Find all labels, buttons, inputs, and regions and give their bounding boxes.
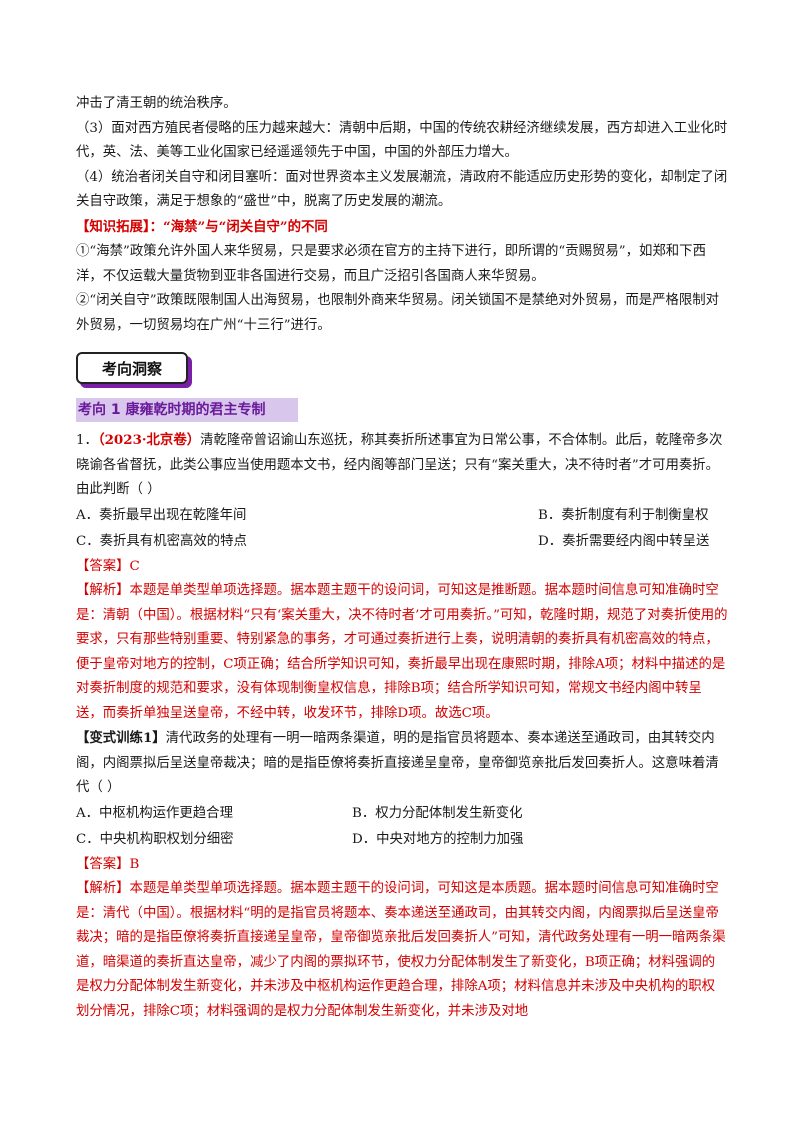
knowledge-item-1: ①“海禁”政策允许外国人来华贸易，只是要求必须在官方的主持下进行，即所谓的“贡赐…	[76, 244, 706, 284]
kaoxiang-heading: 考向 1 康雍乾时期的君主专制	[76, 398, 298, 422]
section-tag: 考向洞察	[76, 352, 192, 386]
question-2-option-a: A．中枢机构运作更趋合理	[76, 805, 233, 821]
knowledge-heading: 【知识拓展】：“海禁”与“闭关自守”的不同	[76, 215, 728, 241]
knowledge-label: 【知识拓展】：	[76, 218, 164, 235]
question-1-answer: 【答案】C	[76, 558, 140, 574]
question-1-text: 清乾隆帝曾诏谕山东巡抚，称其奏折所述事宜为日常公事，不合体制。此后，乾隆帝多次晓…	[76, 433, 723, 497]
intro-point-4: （4）统治者闭关自守和闭目塞听：面对世界资本主义发展潮流，清政府不能适应历史形势…	[76, 169, 728, 210]
question-1-option-b: B．奏折制度有利于制衡皇权	[538, 507, 709, 523]
question-1-stem: 1．（2023·北京卷）清乾隆帝曾诏谕山东巡抚，称其奏折所述事宜为日常公事，不合…	[76, 428, 728, 503]
knowledge-item-2: ②“闭关自守”政策既限制国人出海贸易，也限制外商来华贸易。闭关锁国不是禁绝对外贸…	[76, 293, 720, 333]
question-1-options-row-2: C．奏折具有机密高效的特点 D．奏折需要经内阁中转呈送	[76, 529, 728, 555]
question-2-options-row-1: A．中枢机构运作更趋合理 B．权力分配体制发生新变化	[76, 801, 728, 827]
question-1-options-row-1: A．奏折最早出现在乾隆年间 B．奏折制度有利于制衡皇权	[76, 503, 728, 529]
intro-line: 冲击了清王朝的统治秩序。	[76, 96, 237, 111]
question-2-options-row-2: C．中央机构职权划分细密 D．中央对地方的控制力加强	[76, 827, 728, 853]
question-2-option-c: C．中央机构职权划分细密	[76, 831, 234, 847]
question-1-analysis: 【解析】本题是单类型单项选择题。据本题主题干的设问词，可知这是推断题。据本题时间…	[76, 583, 728, 721]
document-body: 冲击了清王朝的统治秩序。 （3）面对西方殖民者侵略的压力越来越大：清朝中后期，中…	[76, 92, 728, 1024]
question-2-answer: 【答案】B	[76, 856, 140, 872]
question-2-option-d: D．中央对地方的控制力加强	[352, 831, 524, 847]
question-1-option-c: C．奏折具有机密高效的特点	[76, 533, 247, 549]
question-2-stem: 【变式训练1】清代政务的处理有一明一暗两条渠道，明的是指官员将题本、奏本递送至通…	[76, 726, 728, 801]
question-2-option-b: B．权力分配体制发生新变化	[352, 805, 523, 821]
question-1-option-a: A．奏折最早出现在乾隆年间	[76, 507, 247, 523]
question-2-text: 清代政务的处理有一明一暗两条渠道，明的是指官员将题本、奏本递送至通政司，由其转交…	[76, 731, 719, 795]
question-1-option-d: D．奏折需要经内阁中转呈送	[538, 533, 710, 549]
question-2-label: 【变式训练1】	[76, 730, 166, 746]
knowledge-title: “海禁”与“闭关自守”的不同	[163, 218, 328, 235]
question-1-number: 1．	[76, 433, 98, 448]
question-2-analysis: 【解析】本题是单类型单项选择题。据本题主题干的设问词，可知这是本质题。据本题时间…	[76, 881, 726, 1019]
section-tag-label: 考向洞察	[76, 352, 188, 384]
intro-point-3: （3）面对西方殖民者侵略的压力越来越大：清朝中后期，中国的传统农耕经济继续发展，…	[76, 120, 728, 161]
question-1-source: （2023·北京卷）	[97, 432, 201, 448]
